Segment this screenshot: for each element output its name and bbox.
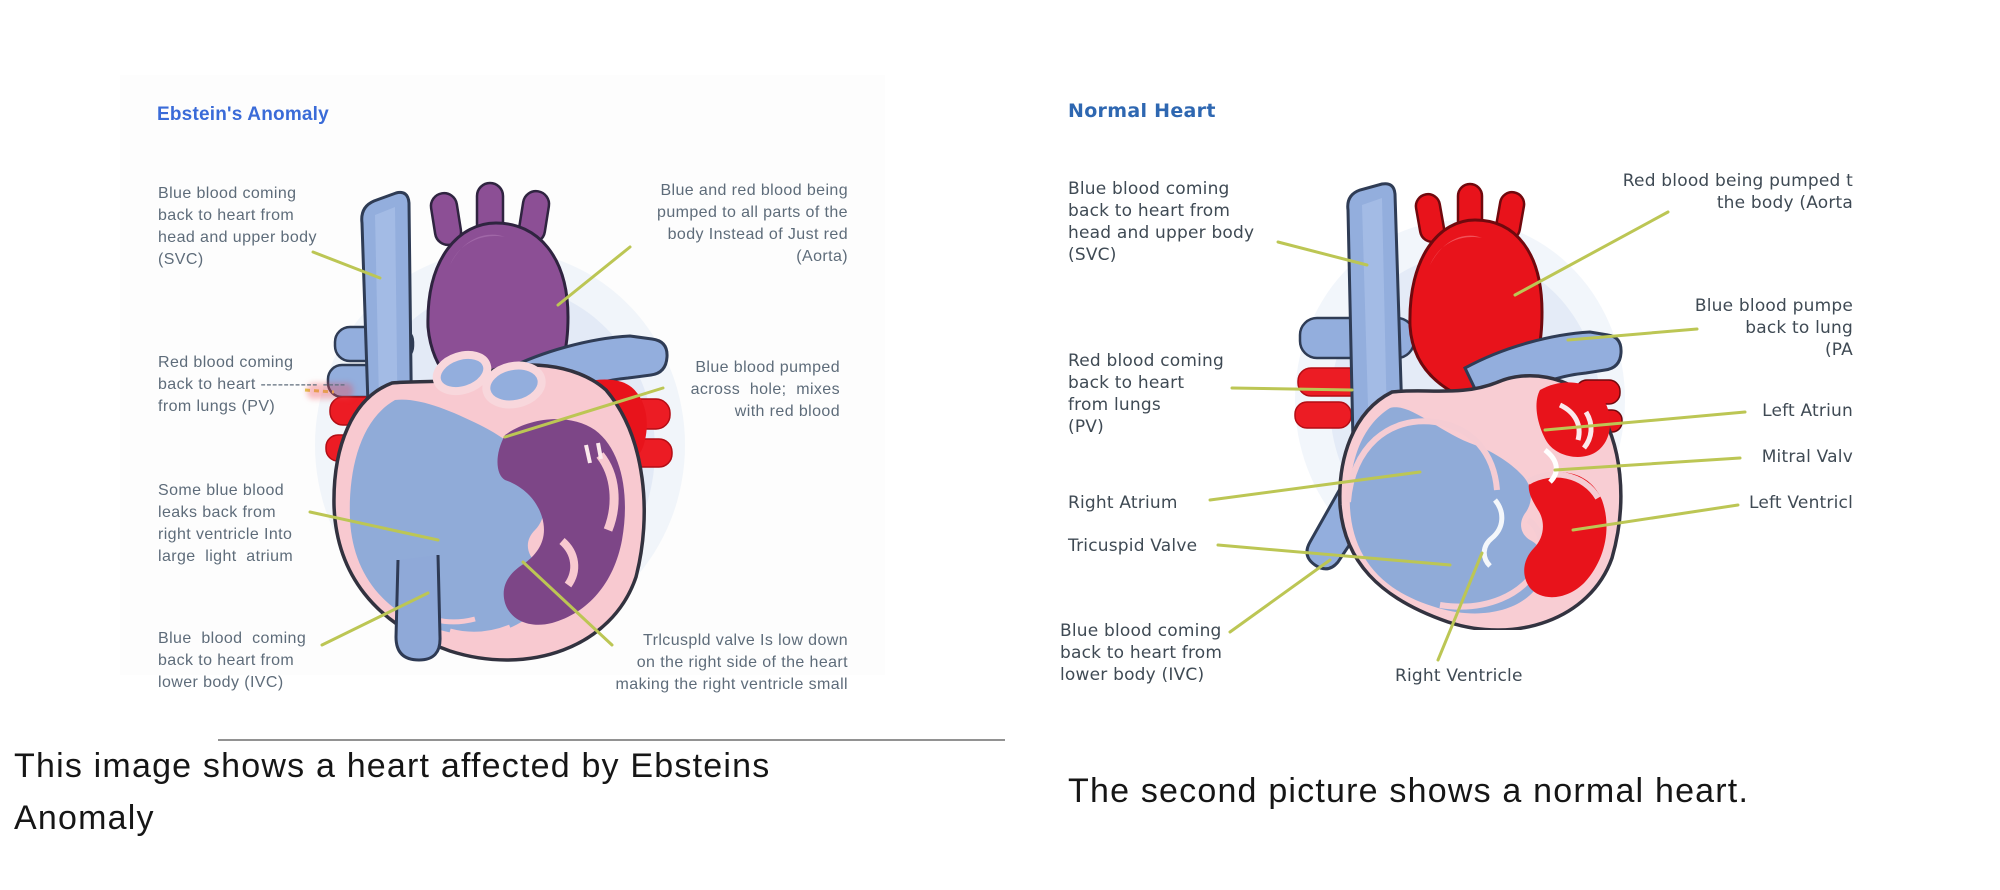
ebstein-label-leak: Some blue blood leaks back from right ve… [158, 482, 294, 565]
normal-label-right-atrium: Right Atrium [1068, 493, 1178, 513]
ebstein-label-pv: Red blood coming back to heart ---------… [158, 354, 346, 415]
normal-label-svc: Blue blood coming back to heart from hea… [1068, 179, 1255, 265]
normal-label-pv: Red blood coming back to heart from lung… [1068, 351, 1225, 437]
normal-label-pa: Blue blood pumpe back to lung (PA [1694, 296, 1853, 360]
figure-normal-title: Normal Heart [1068, 100, 1216, 122]
figure-ebstein-title: Ebstein's Anomaly [157, 104, 329, 125]
ebstein-label-aorta: Blue and red blood being pumped to all p… [657, 182, 848, 265]
figure-bottom-edge [218, 739, 1005, 741]
left-ventricle-mixed [497, 419, 625, 625]
normal-leader-lines [1208, 210, 1747, 662]
normal-label-left-atrium: Left Atriun [1762, 401, 1853, 421]
pv-red-smudge [307, 383, 353, 399]
normal-caption: The second picture shows a normal heart. [1068, 772, 1750, 810]
ebstein-label-tricuspid: Trlcuspld valve Is low down on the right… [615, 632, 848, 693]
mitral-valve-shape [1543, 402, 1594, 484]
normal-label-ivc: Blue blood coming back to heart from low… [1060, 621, 1223, 685]
valve-marks [584, 442, 603, 464]
ebstein-leader-lines [304, 245, 665, 647]
ventricle-trabeculae [559, 452, 619, 588]
normal-label-right-ventricle: Right Ventricle [1395, 666, 1523, 686]
ebstein-label-hole: Blue blood pumped across hole; mixes wit… [690, 359, 840, 420]
lv-wall [1526, 471, 1601, 500]
normal-label-left-ventricle: Left Ventricl [1749, 493, 1853, 513]
ebstein-heart-illustration [315, 181, 685, 662]
pv-dashed-leader [304, 388, 335, 394]
tricuspid-valve-shape [1481, 498, 1505, 568]
normal-label-tricuspid-valve: Tricuspid Valve [1068, 536, 1198, 556]
normal-label-mitral-valve: Mitral Valv [1761, 447, 1853, 467]
ebstein-label-ivc: Blue blood coming back to heart from low… [158, 630, 307, 691]
ebstein-caption: This image shows a heart affected by Ebs… [14, 747, 771, 837]
ivc-vessel [394, 554, 442, 662]
ebstein-label-svc: Blue blood coming back to heart from hea… [158, 185, 317, 268]
normal-label-aorta: Red blood being pumped t the body (Aorta [1622, 171, 1853, 213]
valve-rings [432, 350, 546, 409]
